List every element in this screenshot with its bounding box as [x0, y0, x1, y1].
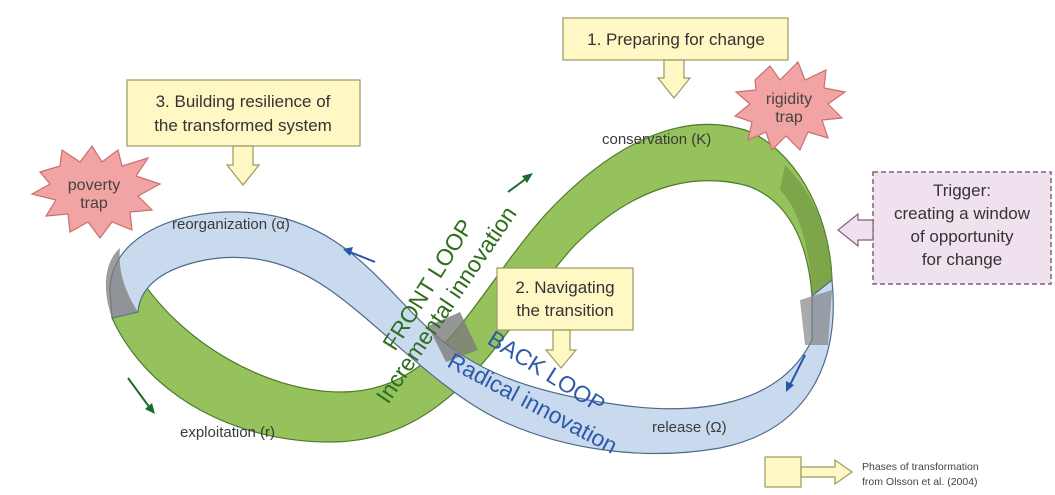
trigger-arrow	[837, 212, 874, 248]
poverty-trap-line1: poverty	[68, 177, 120, 194]
callout-preparing-box	[562, 17, 789, 61]
poverty-trap-burst	[30, 144, 162, 239]
callout-navigating-arrow	[544, 329, 578, 369]
trigger-box	[872, 171, 1052, 285]
back-arrow-left-head	[343, 247, 353, 256]
phase-exploitation: exploitation (r)	[180, 424, 275, 441]
rigidity-trap-burst	[733, 60, 847, 152]
back-loop-band	[109, 211, 834, 455]
trigger-callout: Trigger: creating a window of opportunit…	[837, 171, 1052, 285]
legend: Phases of transformation from Olsson et …	[764, 456, 979, 488]
callout-building: 3. Building resilience of the transforme…	[126, 79, 361, 186]
trigger-line3: of opportunity	[910, 227, 1014, 246]
back-arrow-left	[349, 251, 376, 263]
trigger-line1: Trigger:	[933, 181, 991, 200]
callout-navigating-box	[496, 267, 634, 331]
callout-navigating-line1: 2. Navigating	[515, 278, 614, 297]
callout-preparing-text: 1. Preparing for change	[587, 30, 765, 49]
release-shadow	[800, 290, 832, 345]
left-arrow-down	[127, 377, 151, 409]
back-arrow-down	[789, 354, 806, 386]
phase-release: release (Ω)	[652, 419, 727, 436]
rigidity-trap: rigidity trap	[733, 60, 847, 152]
callout-navigating: 2. Navigating the transition	[496, 267, 634, 369]
callout-preparing-arrow	[656, 59, 692, 99]
poverty-trap-line2: trap	[80, 195, 108, 212]
left-return-band	[105, 248, 138, 318]
flow-arrows	[127, 173, 806, 414]
front-loop-shadow	[780, 165, 833, 296]
callout-navigating-line2: the transition	[516, 301, 613, 320]
rigidity-trap-line2: trap	[775, 109, 803, 126]
back-arrow-down-head	[786, 381, 794, 392]
trigger-line4: for change	[922, 250, 1002, 269]
front-arrow-up-head	[522, 173, 533, 183]
callout-building-arrow	[225, 145, 261, 186]
poverty-trap: poverty trap	[30, 144, 162, 239]
rigidity-trap-line1: rigidity	[766, 91, 812, 108]
left-arrow-down-head	[145, 403, 155, 414]
callout-building-line2: the transformed system	[154, 116, 332, 135]
callout-building-box	[126, 79, 361, 147]
crossing-shadow	[428, 312, 478, 362]
callout-building-line1: 3. Building resilience of	[156, 92, 331, 111]
legend-arrow-icon	[800, 458, 854, 486]
phase-reorganization: reorganization (α)	[172, 216, 290, 233]
front-arrow-up	[507, 177, 528, 193]
trigger-line2: creating a window	[894, 204, 1031, 223]
callout-preparing: 1. Preparing for change	[562, 17, 789, 99]
legend-swatch	[764, 456, 802, 488]
legend-line2: from Olsson et al. (2004)	[862, 476, 978, 488]
legend-line1: Phases of transformation	[862, 461, 979, 473]
phase-conservation: conservation (K)	[602, 131, 711, 148]
